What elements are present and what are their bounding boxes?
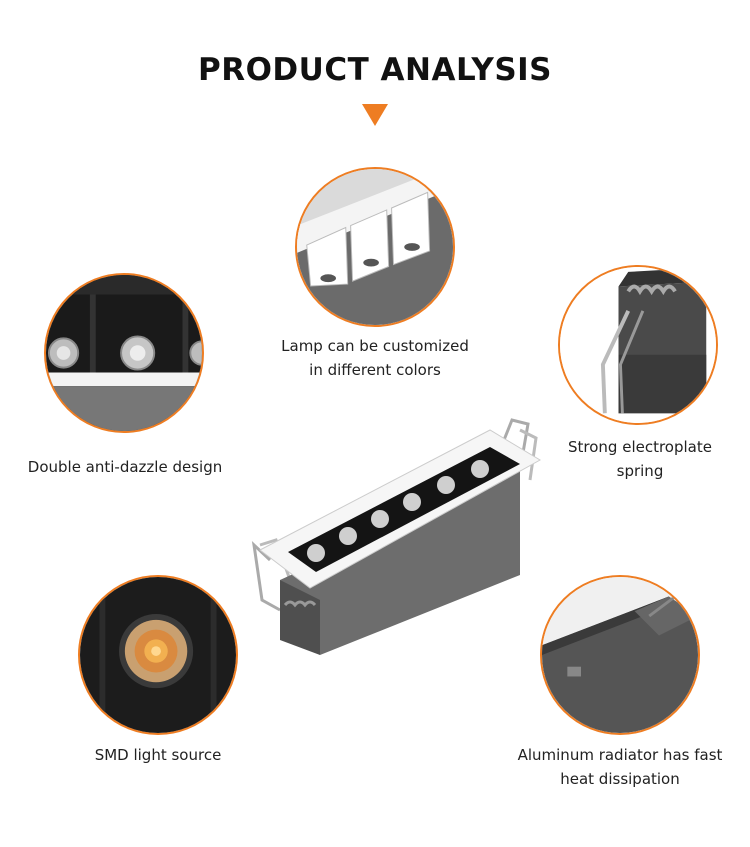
page-title: PRODUCT ANALYSIS [197, 52, 553, 88]
spring-clip-icon [560, 267, 716, 423]
feature-radiator-caption: Aluminum radiator has fast heat dissipat… [517, 746, 723, 788]
feature-antidazzle-image [44, 273, 204, 433]
feature-smd-caption: SMD light source [94, 746, 222, 764]
feature-lamp-image [295, 167, 455, 327]
feature-antidazzle-caption: Double anti-dazzle design [27, 458, 223, 476]
anti-glare-lens-icon [46, 275, 202, 431]
feature-spring-image [558, 265, 718, 425]
lamp-reflector-icon [297, 169, 453, 325]
product-main-image [250, 410, 550, 660]
down-arrow-icon [362, 104, 388, 126]
feature-lamp-caption: Lamp can be customized in different colo… [281, 337, 469, 379]
feature-smd-image [78, 575, 238, 735]
linear-downlight-icon [251, 418, 541, 655]
led-chip-icon [80, 577, 236, 733]
feature-radiator-image [540, 575, 700, 735]
heatsink-icon [542, 577, 698, 733]
feature-spring-caption: Strong electroplate spring [568, 438, 712, 480]
